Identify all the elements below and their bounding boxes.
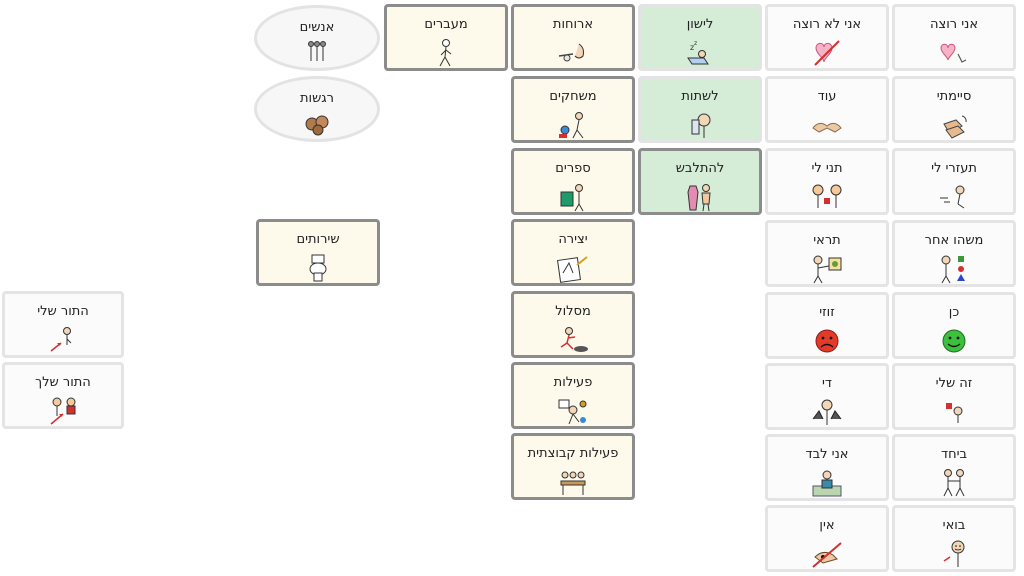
cell-label: התור שלך	[35, 375, 91, 390]
cell-activity[interactable]: פעילות	[511, 362, 635, 429]
cell-label: ארוחות	[552, 17, 594, 32]
cell-finished[interactable]: סיימתי	[892, 76, 1016, 143]
cell-label: ספרים	[555, 161, 591, 176]
cell-my-turn[interactable]: התור שלי	[2, 291, 124, 358]
none-hand-crossed-icon	[812, 542, 842, 568]
cell-alone[interactable]: אני לבד	[765, 434, 889, 501]
heart-crossed-icon	[814, 40, 840, 66]
cell-none[interactable]: אין	[765, 505, 889, 572]
cell-toilet[interactable]: שירותים	[256, 219, 380, 286]
drink-icon	[691, 113, 711, 138]
stop-hands-icon	[812, 399, 842, 425]
help-people-icon	[940, 185, 965, 209]
look-person-icon	[813, 255, 842, 284]
cell-label: זה שלי	[935, 376, 973, 391]
cell-label: יצירה	[558, 232, 588, 247]
cell-label: אני רוצה	[929, 17, 979, 32]
cell-label: תני לי	[811, 161, 843, 176]
cell-label: מעברים	[424, 17, 468, 32]
people-icon	[308, 41, 326, 61]
cell-label: די	[821, 376, 832, 391]
cell-label: שירותים	[296, 232, 340, 247]
cell-enough[interactable]: די	[765, 363, 889, 430]
cell-art[interactable]: יצירה	[511, 219, 635, 286]
cell-move-away[interactable]: זוזי	[765, 292, 889, 359]
cell-label: סיימתי	[936, 89, 972, 104]
books-icon	[560, 184, 584, 212]
more-hands-icon	[812, 122, 842, 133]
cell-something-else[interactable]: משהו אחר	[892, 220, 1016, 287]
person-shapes-icon	[941, 255, 965, 284]
cell-label: אני לא רוצה	[792, 17, 862, 32]
cell-its-mine[interactable]: זה שלי	[892, 363, 1016, 430]
svg-text:z: z	[694, 40, 697, 47]
cell-meals[interactable]: ארוחות	[511, 4, 635, 71]
cell-label: כן	[948, 305, 960, 320]
cell-transitions[interactable]: מעברים	[384, 4, 508, 71]
red-sad-face-icon	[815, 329, 839, 353]
cell-books[interactable]: ספרים	[511, 148, 635, 215]
dress-icon	[687, 184, 711, 212]
cell-label: לשתות	[681, 89, 719, 104]
give-me-people-icon	[812, 184, 842, 208]
cell-label: תעזרי לי	[931, 161, 977, 176]
toilet-icon	[309, 254, 327, 282]
cell-label: לישון	[686, 17, 714, 32]
category-emotions[interactable]: רגשות	[254, 76, 380, 142]
cell-drink[interactable]: לשתות	[638, 76, 762, 143]
cell-more[interactable]: עוד	[765, 76, 889, 143]
cell-group-activity[interactable]: פעילות קבוצתית	[511, 433, 635, 500]
green-smiley-icon	[942, 329, 966, 353]
my-turn-icon	[50, 327, 72, 352]
cell-get-dressed[interactable]: להתלבש	[638, 148, 762, 215]
running-track-icon	[560, 327, 588, 352]
cell-label: פעילות קבוצתית	[527, 446, 619, 461]
cell-label: מסלול	[555, 304, 591, 319]
group-activity-icon	[560, 471, 586, 495]
cell-games[interactable]: משחקים	[511, 76, 635, 143]
cell-label: אני לבד	[805, 447, 849, 462]
cell-label: אנשים	[299, 20, 335, 35]
cell-yes[interactable]: כן	[892, 292, 1016, 359]
cell-i-dont-want[interactable]: אני לא רוצה	[765, 4, 889, 71]
cell-your-turn[interactable]: התור שלך	[2, 362, 124, 429]
emotions-icon	[305, 115, 329, 136]
eating-icon	[558, 43, 584, 62]
category-people[interactable]: אנשים	[254, 5, 380, 71]
cell-label: רגשות	[300, 91, 334, 106]
cell-come[interactable]: בואי	[892, 505, 1016, 572]
cell-label: תראי	[813, 233, 841, 248]
art-icon	[557, 256, 588, 283]
hands-finished-icon	[943, 115, 967, 139]
svg-text:z: z	[690, 43, 694, 52]
cell-label: משהו אחר	[924, 233, 984, 248]
cell-label: זוזי	[819, 305, 835, 320]
alone-person-icon	[812, 470, 842, 497]
cell-help-me[interactable]: תעזרי לי	[892, 148, 1016, 215]
walking-icon	[439, 39, 452, 67]
cell-label: התור שלי	[37, 304, 89, 319]
mine-person-icon	[946, 403, 963, 423]
cell-label: עוד	[817, 89, 837, 104]
cell-look[interactable]: תראי	[765, 220, 889, 287]
your-turn-icon	[50, 397, 76, 425]
come-person-icon	[943, 540, 965, 567]
together-people-icon	[943, 469, 965, 497]
activity-icon	[558, 399, 587, 425]
cell-label: ביחד	[940, 447, 967, 462]
cell-label: משחקים	[549, 89, 597, 104]
heart-hand-icon	[940, 43, 967, 63]
cell-label: אין	[819, 518, 835, 533]
cell-together[interactable]: ביחד	[892, 434, 1016, 501]
cell-track[interactable]: מסלול	[511, 291, 635, 358]
cell-label: להתלבש	[675, 161, 725, 176]
cell-give-me[interactable]: תני לי	[765, 148, 889, 215]
cell-i-want[interactable]: אני רוצה	[892, 4, 1016, 71]
playing-icon	[559, 112, 584, 139]
cell-label: בואי	[942, 518, 966, 533]
cell-label: פעילות	[553, 375, 593, 390]
